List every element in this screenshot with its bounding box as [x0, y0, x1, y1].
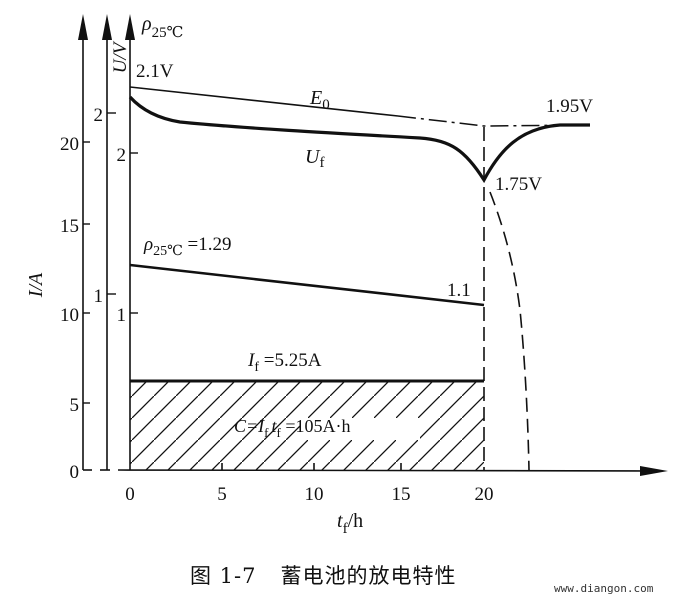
label-2-1v: 2.1V	[136, 61, 174, 82]
label-if: If =5.25A	[247, 350, 322, 375]
svg-text:15: 15	[60, 216, 79, 237]
label-rho-end: 1.1	[447, 280, 471, 301]
label-1-75v: 1.75V	[495, 174, 542, 195]
caption-text: 蓄电池的放电特性	[280, 564, 457, 588]
svg-text:5: 5	[217, 484, 227, 505]
figure-caption: 图 1-7 蓄电池的放电特性	[190, 560, 457, 590]
label-1-95v: 1.95V	[546, 96, 593, 117]
x-axis-label: tf/h	[337, 510, 363, 537]
svg-text:0: 0	[70, 462, 80, 483]
svg-text:1: 1	[94, 286, 104, 307]
watermark: www.diangon.com	[554, 582, 654, 595]
density-line	[129, 263, 485, 307]
e0-line	[129, 86, 399, 117]
i-axis-label: I/A	[25, 272, 47, 298]
svg-text:5: 5	[70, 395, 80, 416]
i-axis-arrow-icon	[78, 14, 88, 40]
u-axis-arrow-icon	[102, 14, 112, 40]
label-rho-start: ρ25℃ =1.29	[143, 234, 232, 259]
uf-curve	[128, 95, 590, 184]
rho-axis-label: ρ25℃	[141, 13, 183, 41]
capacity-label-bg	[300, 418, 420, 440]
y-ticks	[83, 112, 138, 404]
rho-tick-labels: 2 1	[117, 145, 127, 326]
rho-axis-arrow-icon	[125, 14, 135, 40]
svg-text:0: 0	[125, 484, 135, 505]
y-axes	[82, 22, 131, 470]
svg-text:2: 2	[117, 145, 127, 166]
axis-arrowheads	[78, 14, 668, 476]
svg-text:20: 20	[60, 134, 79, 155]
u-tick-labels: 2 1	[94, 105, 104, 307]
x-axis-arrow-icon	[640, 466, 668, 476]
label-uf: Uf	[305, 146, 324, 171]
svg-text:10: 10	[60, 305, 79, 326]
caption-number: 图 1-7	[190, 564, 257, 588]
svg-text:20: 20	[475, 484, 494, 505]
svg-text:2: 2	[94, 105, 104, 126]
svg-text:15: 15	[392, 484, 411, 505]
i-tick-labels: 0 5 10 15 20	[60, 134, 79, 483]
svg-text:1: 1	[117, 305, 127, 326]
u-axis-label: U/V	[110, 40, 131, 73]
collapse-dashed-curve	[489, 191, 530, 471]
svg-text:10: 10	[305, 484, 324, 505]
label-e0: E0	[309, 87, 330, 113]
x-axis	[83, 463, 651, 472]
x-tick-labels: 0 5 10 15 20	[125, 484, 493, 505]
